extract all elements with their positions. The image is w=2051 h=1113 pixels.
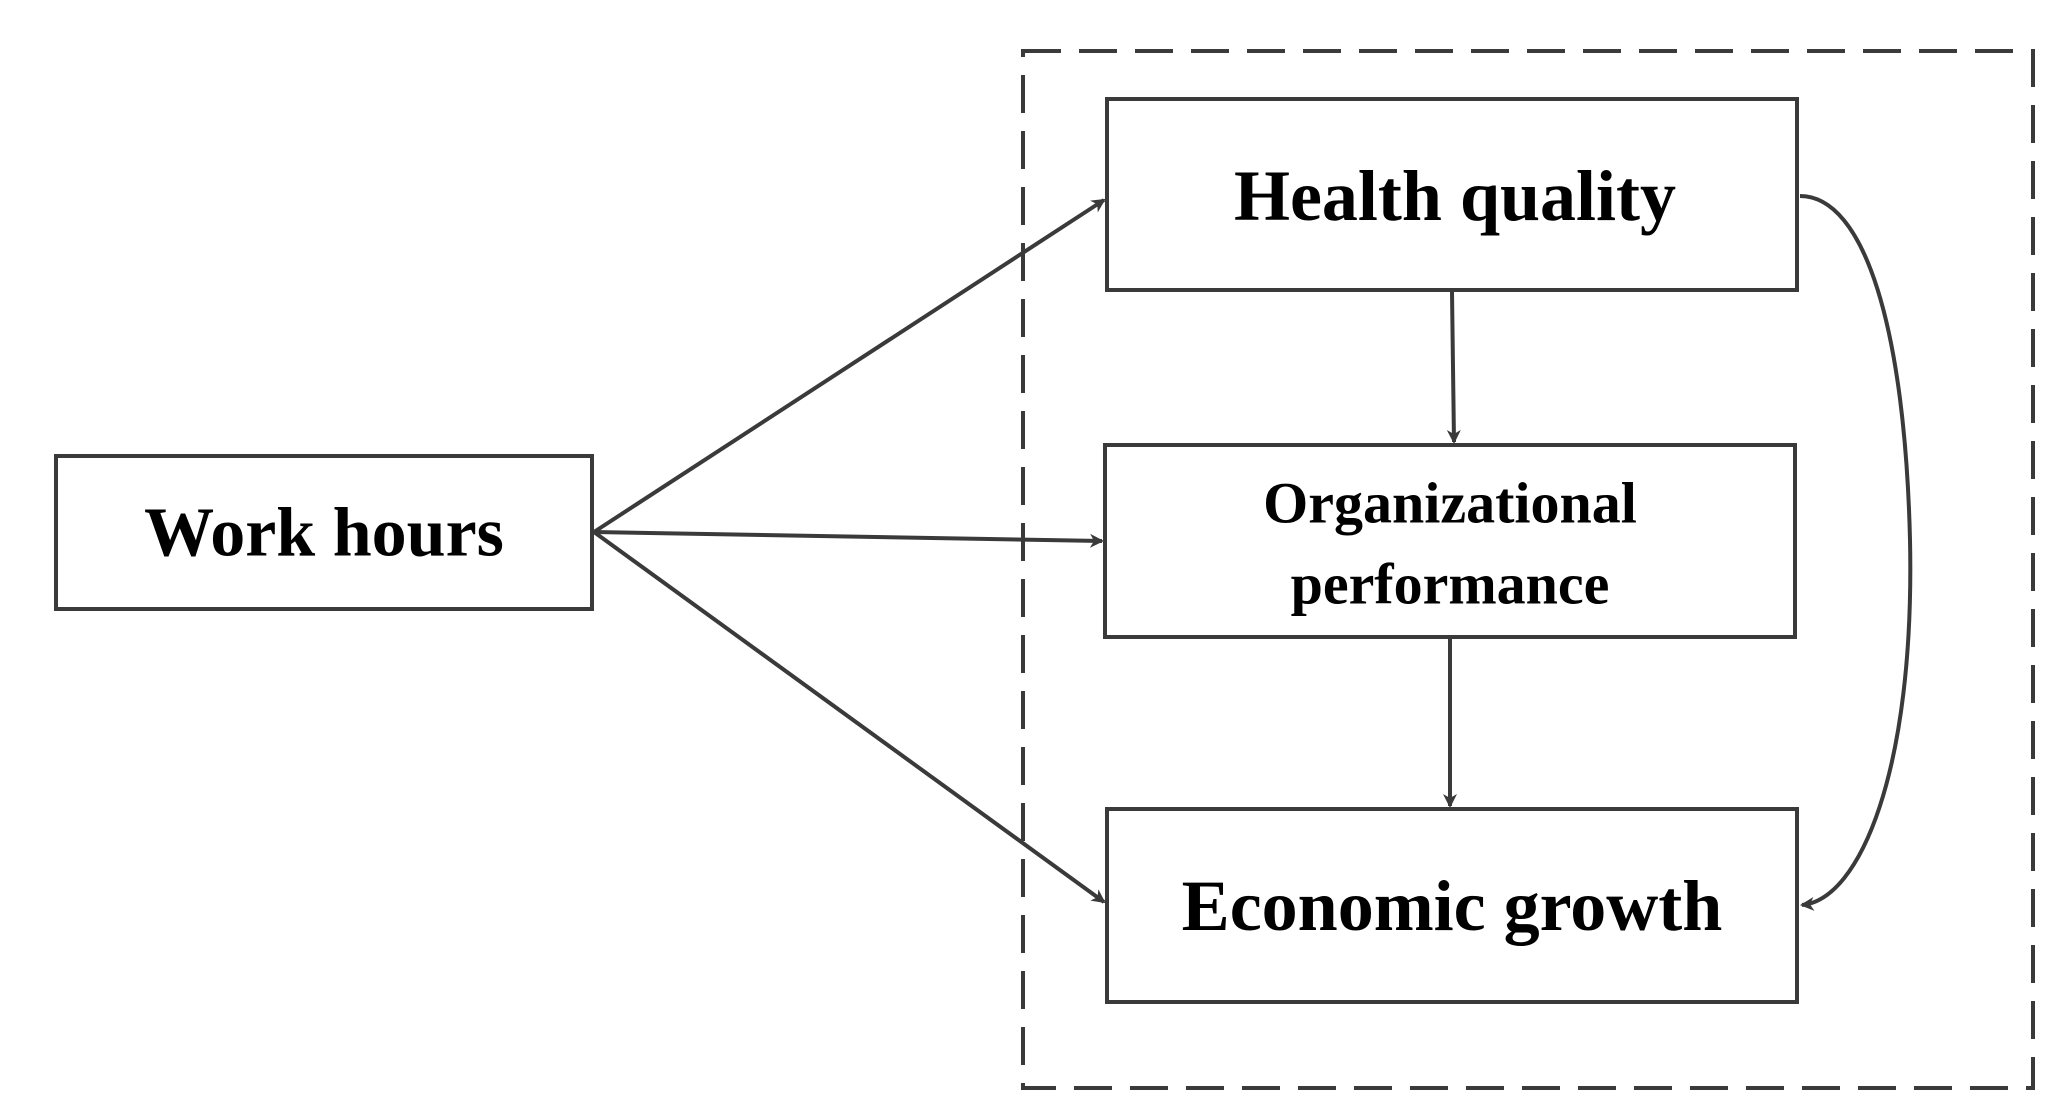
edge-work-hours-to-health-quality <box>592 198 1106 534</box>
edge-work-hours-to-organizational-performance <box>593 530 1104 548</box>
node-economic-growth-label: Economic growth <box>1182 866 1723 946</box>
node-organizational-performance: Organizational performance <box>1103 443 1797 639</box>
node-work-hours-label: Work hours <box>144 495 504 572</box>
node-economic-growth: Economic growth <box>1105 807 1799 1004</box>
node-health-quality: Health quality <box>1105 97 1799 292</box>
node-organizational-performance-label-line1: Organizational <box>1263 471 1637 536</box>
edge-health-quality-to-economic-growth <box>1799 194 1913 911</box>
node-work-hours: Work hours <box>54 454 594 611</box>
edge-health-quality-to-organizational-performance <box>1446 291 1461 444</box>
node-organizational-performance-label-line2: performance <box>1291 552 1610 617</box>
outcome-group-boundary <box>1021 49 2035 1090</box>
node-health-quality-label: Health quality <box>1234 156 1676 236</box>
edge-work-hours-to-economic-growth <box>592 530 1106 904</box>
